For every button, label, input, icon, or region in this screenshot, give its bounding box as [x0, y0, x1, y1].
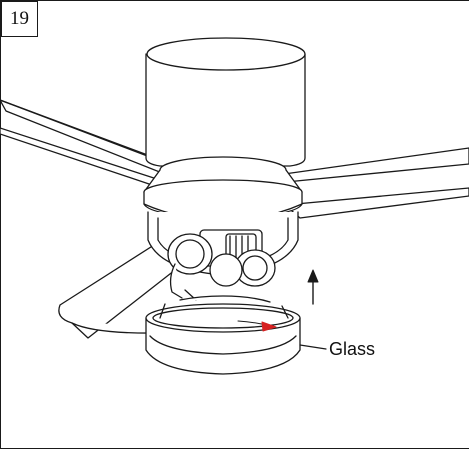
bulb-cluster	[167, 229, 276, 301]
glass-callout-leader	[299, 344, 327, 350]
up-arrow-icon	[307, 269, 319, 305]
motor-canopy	[145, 37, 306, 167]
glass-shade	[145, 295, 301, 375]
glass-callout-label: Glass	[329, 339, 376, 359]
step-number-box: 19	[1, 1, 38, 37]
motor-housing	[143, 156, 303, 221]
red-rotation-arrow-icon	[237, 320, 277, 332]
